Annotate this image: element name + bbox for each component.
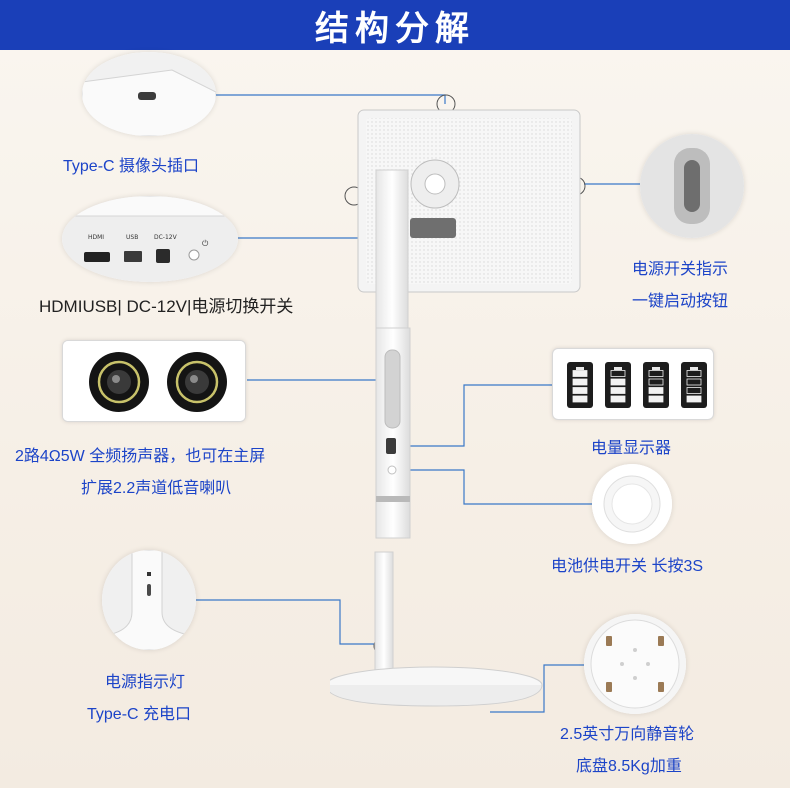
monitor-stand-illustration <box>330 109 581 707</box>
speaker-left <box>89 352 149 412</box>
label-speaker-2: 扩展2.2声道低音喇叭 <box>81 480 232 497</box>
label-ports: HDMIUSB| DC-12V|电源切换开关 <box>39 297 294 316</box>
port-label-usb: USB <box>126 234 139 241</box>
line-power-light <box>196 599 381 645</box>
callout-camera-port <box>82 52 216 136</box>
label-power-light-1: 电源指示灯 <box>105 674 186 691</box>
battery-level-icon <box>567 362 593 408</box>
callout-speakers <box>62 340 246 422</box>
title-banner: 结构分解 <box>0 0 790 50</box>
label-speaker-1: 2路4Ω5W 全频扬声器，也可在主屏 <box>15 448 266 465</box>
callout-ports: ⏻ HDMI USB DC-12V <box>62 196 238 282</box>
battery-level-icon <box>681 362 707 408</box>
upper-pole <box>375 169 409 329</box>
callout-power-button <box>640 134 744 238</box>
callout-wheels <box>584 614 686 714</box>
battery-level-icon <box>643 362 669 408</box>
page-title: 结构分解 <box>315 8 475 49</box>
callout-battery-display <box>552 348 714 420</box>
label-power-light-2: Type-C 充电口 <box>87 706 192 723</box>
label-wheels-2: 底盘8.5Kg加重 <box>576 758 682 775</box>
line-battery-switch <box>392 469 592 505</box>
label-type-c-camera: Type-C 摄像头插口 <box>63 158 200 175</box>
label-battery-switch: 电池供电开关 长按3S <box>551 558 704 575</box>
label-power-indicator-1: 电源开关指示 <box>632 261 729 278</box>
port-label-hdmi: HDMI <box>88 234 105 241</box>
line-battery-display <box>394 384 552 447</box>
label-battery-display: 电量显示器 <box>591 440 672 457</box>
callout-power-light <box>102 550 196 650</box>
speaker-right <box>167 352 227 412</box>
port-label-dc: DC-12V <box>154 234 177 241</box>
label-power-indicator-2: 一键启动按钮 <box>632 293 729 310</box>
battery-level-icon <box>605 362 631 408</box>
lower-pole <box>374 551 394 673</box>
label-wheels-1: 2.5英寸万向静音轮 <box>560 726 695 743</box>
line-wheels <box>490 664 584 713</box>
callout-battery-switch <box>592 464 672 544</box>
svg-text:⏻: ⏻ <box>202 239 209 248</box>
